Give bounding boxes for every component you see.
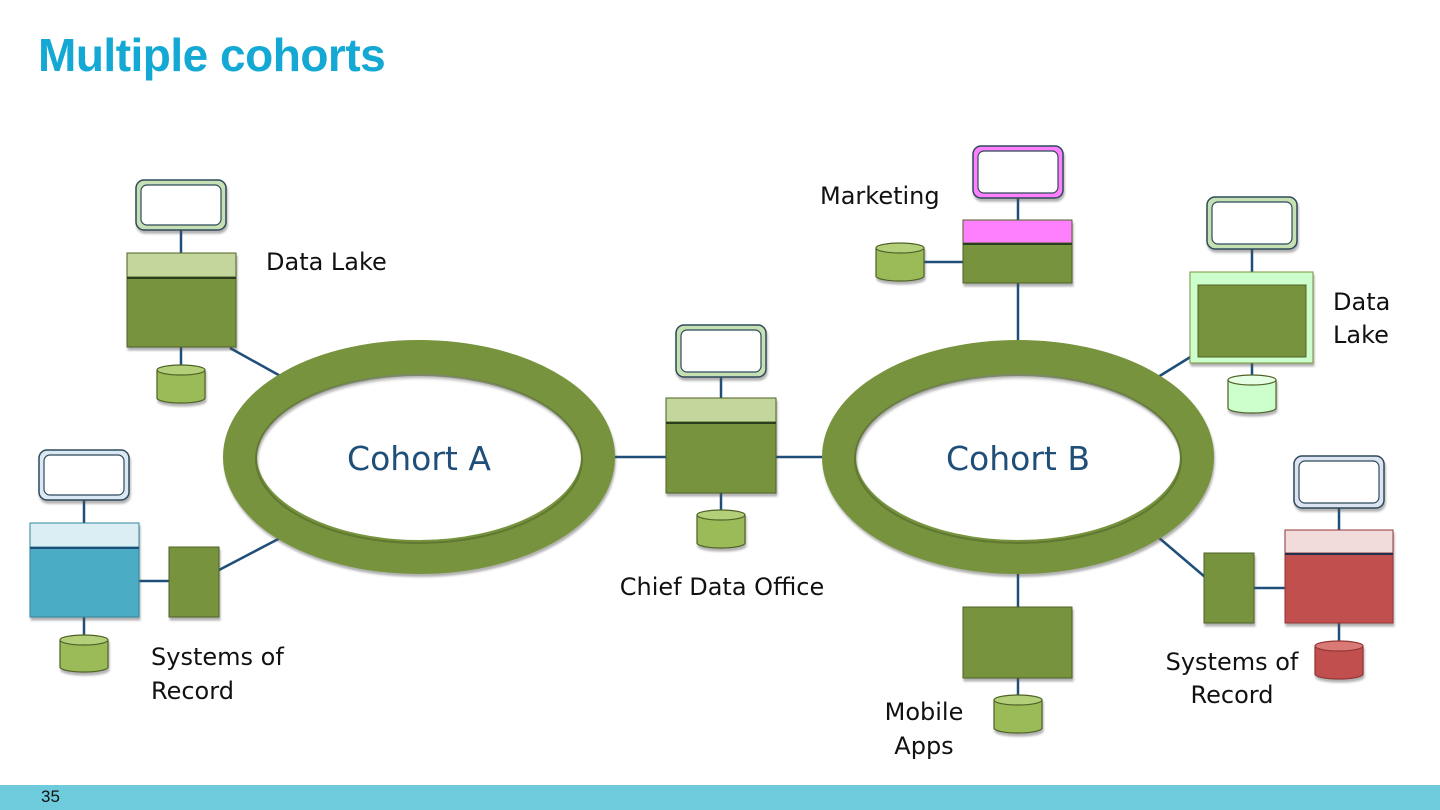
database-icon [993, 694, 1043, 734]
server-icon [29, 522, 140, 618]
footer-bar [0, 785, 1440, 810]
chief-data-office-node [665, 324, 777, 549]
server-icon [1284, 529, 1394, 624]
database-icon [696, 509, 746, 549]
systems-of-record-a-label-line2: Record [151, 677, 234, 705]
monitor-icon [675, 324, 767, 378]
adapter-box [1203, 552, 1255, 624]
mobile-apps-node [962, 606, 1073, 734]
server-icon [1189, 271, 1314, 364]
connector-sorA-cohortA [218, 534, 285, 572]
mobile-apps-label-line1: Mobile [885, 698, 964, 726]
cohort-a-label: Cohort A [347, 439, 491, 478]
cohort-a-ring [223, 340, 615, 574]
chief-data-office-label: Chief Data Office [620, 573, 824, 601]
systems-of-record-b-label-line2: Record [1191, 681, 1274, 709]
server-icon [126, 252, 237, 348]
database-icon [1227, 374, 1277, 414]
data-lake-a-node [126, 179, 237, 404]
page-number: 35 [41, 787, 60, 806]
connector-lakeA-cohortA [229, 346, 285, 380]
server-icon [962, 219, 1073, 284]
data-lake-b-label-line1: Data [1333, 288, 1390, 316]
connector-lakeB-cohortB [1157, 354, 1193, 379]
marketing-label: Marketing [820, 182, 940, 210]
systems-of-record-b-node [1203, 455, 1394, 680]
cohort-b-ring [822, 340, 1214, 574]
mobile-apps-label-line2: Apps [894, 732, 953, 760]
monitor-icon [135, 179, 227, 231]
database-icon [875, 242, 925, 282]
data-lake-a-label: Data Lake [266, 248, 387, 276]
database-icon [1314, 640, 1364, 680]
monitor-icon [38, 449, 130, 501]
data-lake-b-node [1189, 196, 1314, 414]
monitor-icon [1206, 196, 1298, 250]
connector-sorB-cohortB [1157, 536, 1206, 578]
monitor-icon [1293, 455, 1385, 509]
systems-of-record-b-label-line1: Systems of [1166, 648, 1299, 676]
server-icon [962, 606, 1073, 679]
cohort-b-label: Cohort B [946, 439, 1090, 478]
adapter-box [168, 546, 220, 618]
systems-of-record-a-node [29, 449, 220, 673]
data-lake-b-label-line2: Lake [1333, 321, 1389, 349]
server-icon [665, 397, 777, 494]
marketing-node [875, 145, 1073, 284]
monitor-icon [972, 145, 1064, 199]
database-icon [156, 364, 206, 404]
systems-of-record-a-label-line1: Systems of [151, 643, 284, 671]
slide-title: Multiple cohorts [38, 29, 386, 81]
database-icon [59, 634, 109, 673]
